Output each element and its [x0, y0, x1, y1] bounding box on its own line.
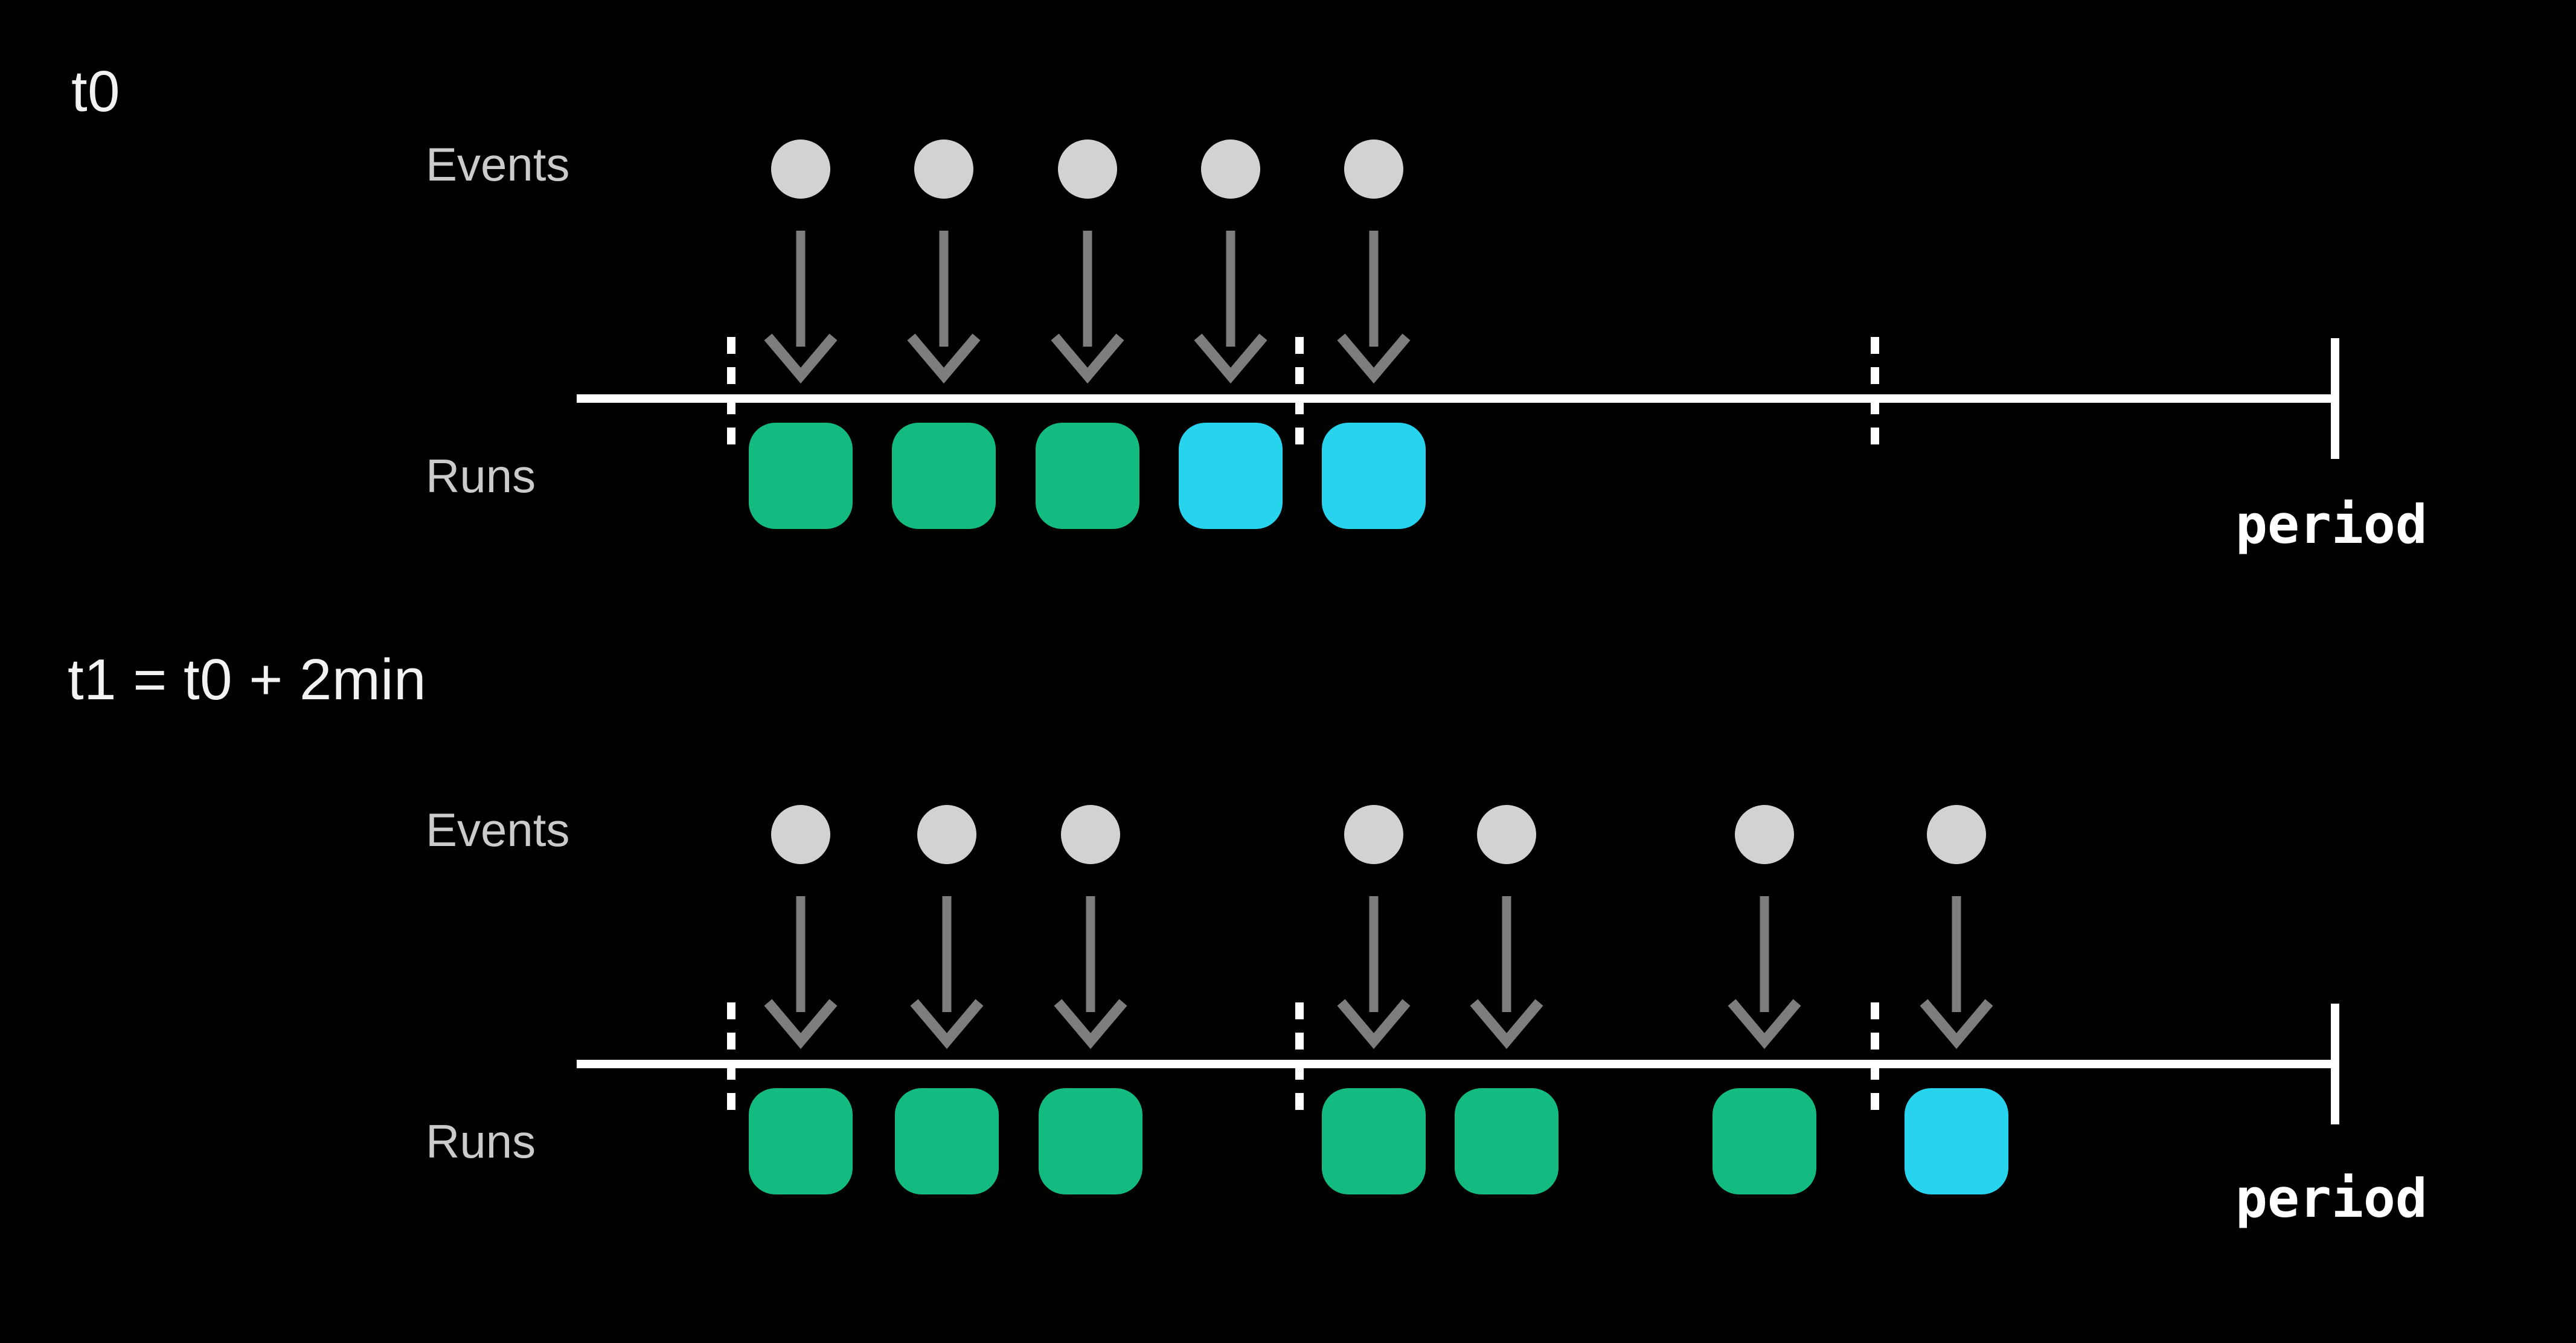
run-box-throttled — [1179, 423, 1283, 529]
events-row-label: Events — [426, 138, 570, 191]
runs-row-label: Runs — [426, 449, 536, 502]
event-dot — [1344, 805, 1403, 864]
run-box-executed — [895, 1088, 999, 1194]
arrow-down-icon — [1920, 896, 1993, 1050]
run-box-executed — [1713, 1088, 1816, 1194]
arrow-down-icon — [1470, 896, 1543, 1050]
event-dot — [1735, 805, 1794, 864]
event-dot — [1927, 805, 1986, 864]
arrow-down-icon — [1337, 231, 1411, 384]
arrow-down-icon — [910, 896, 984, 1050]
run-box-throttled — [1905, 1088, 2008, 1194]
run-box-executed — [1322, 1088, 1426, 1194]
event-dot — [771, 805, 830, 864]
arrow-down-icon — [1054, 896, 1127, 1050]
run-box-executed — [749, 423, 853, 529]
run-box-throttled — [1322, 423, 1426, 529]
event-dot — [1201, 139, 1260, 199]
run-box-executed — [1036, 423, 1139, 529]
period-label: period — [2235, 493, 2427, 556]
arrow-down-icon — [764, 896, 838, 1050]
arrow-down-icon — [1051, 231, 1124, 384]
section-title: t1 = t0 + 2min — [68, 647, 427, 712]
arrow-down-icon — [1728, 896, 1801, 1050]
arrow-down-icon — [907, 231, 981, 384]
events-row-label: Events — [426, 803, 570, 856]
period-boundary-tick — [727, 1002, 735, 1123]
arrow-down-icon — [1194, 231, 1267, 384]
run-box-executed — [1455, 1088, 1559, 1194]
event-dot — [914, 139, 973, 199]
timeline-axis — [577, 1060, 2339, 1068]
section-title: t0 — [71, 59, 121, 124]
event-dot — [1058, 139, 1117, 199]
period-boundary-tick — [1295, 337, 1304, 458]
period-boundary-tick — [727, 337, 735, 458]
event-dot — [771, 139, 830, 199]
event-dot — [1061, 805, 1120, 864]
period-label: period — [2235, 1167, 2427, 1229]
period-boundary-tick — [1871, 337, 1879, 458]
arrow-down-icon — [1337, 896, 1411, 1050]
timeline-end-cap — [2331, 338, 2339, 459]
period-boundary-tick — [1871, 1002, 1879, 1123]
arrow-down-icon — [764, 231, 838, 384]
run-box-executed — [1039, 1088, 1142, 1194]
timeline-end-cap — [2331, 1004, 2339, 1124]
event-dot — [1344, 139, 1403, 199]
event-dot — [917, 805, 976, 864]
runs-row-label: Runs — [426, 1115, 536, 1168]
period-boundary-tick — [1295, 1002, 1304, 1123]
run-box-executed — [892, 423, 996, 529]
run-box-executed — [749, 1088, 853, 1194]
event-dot — [1477, 805, 1536, 864]
timeline-axis — [577, 394, 2339, 403]
